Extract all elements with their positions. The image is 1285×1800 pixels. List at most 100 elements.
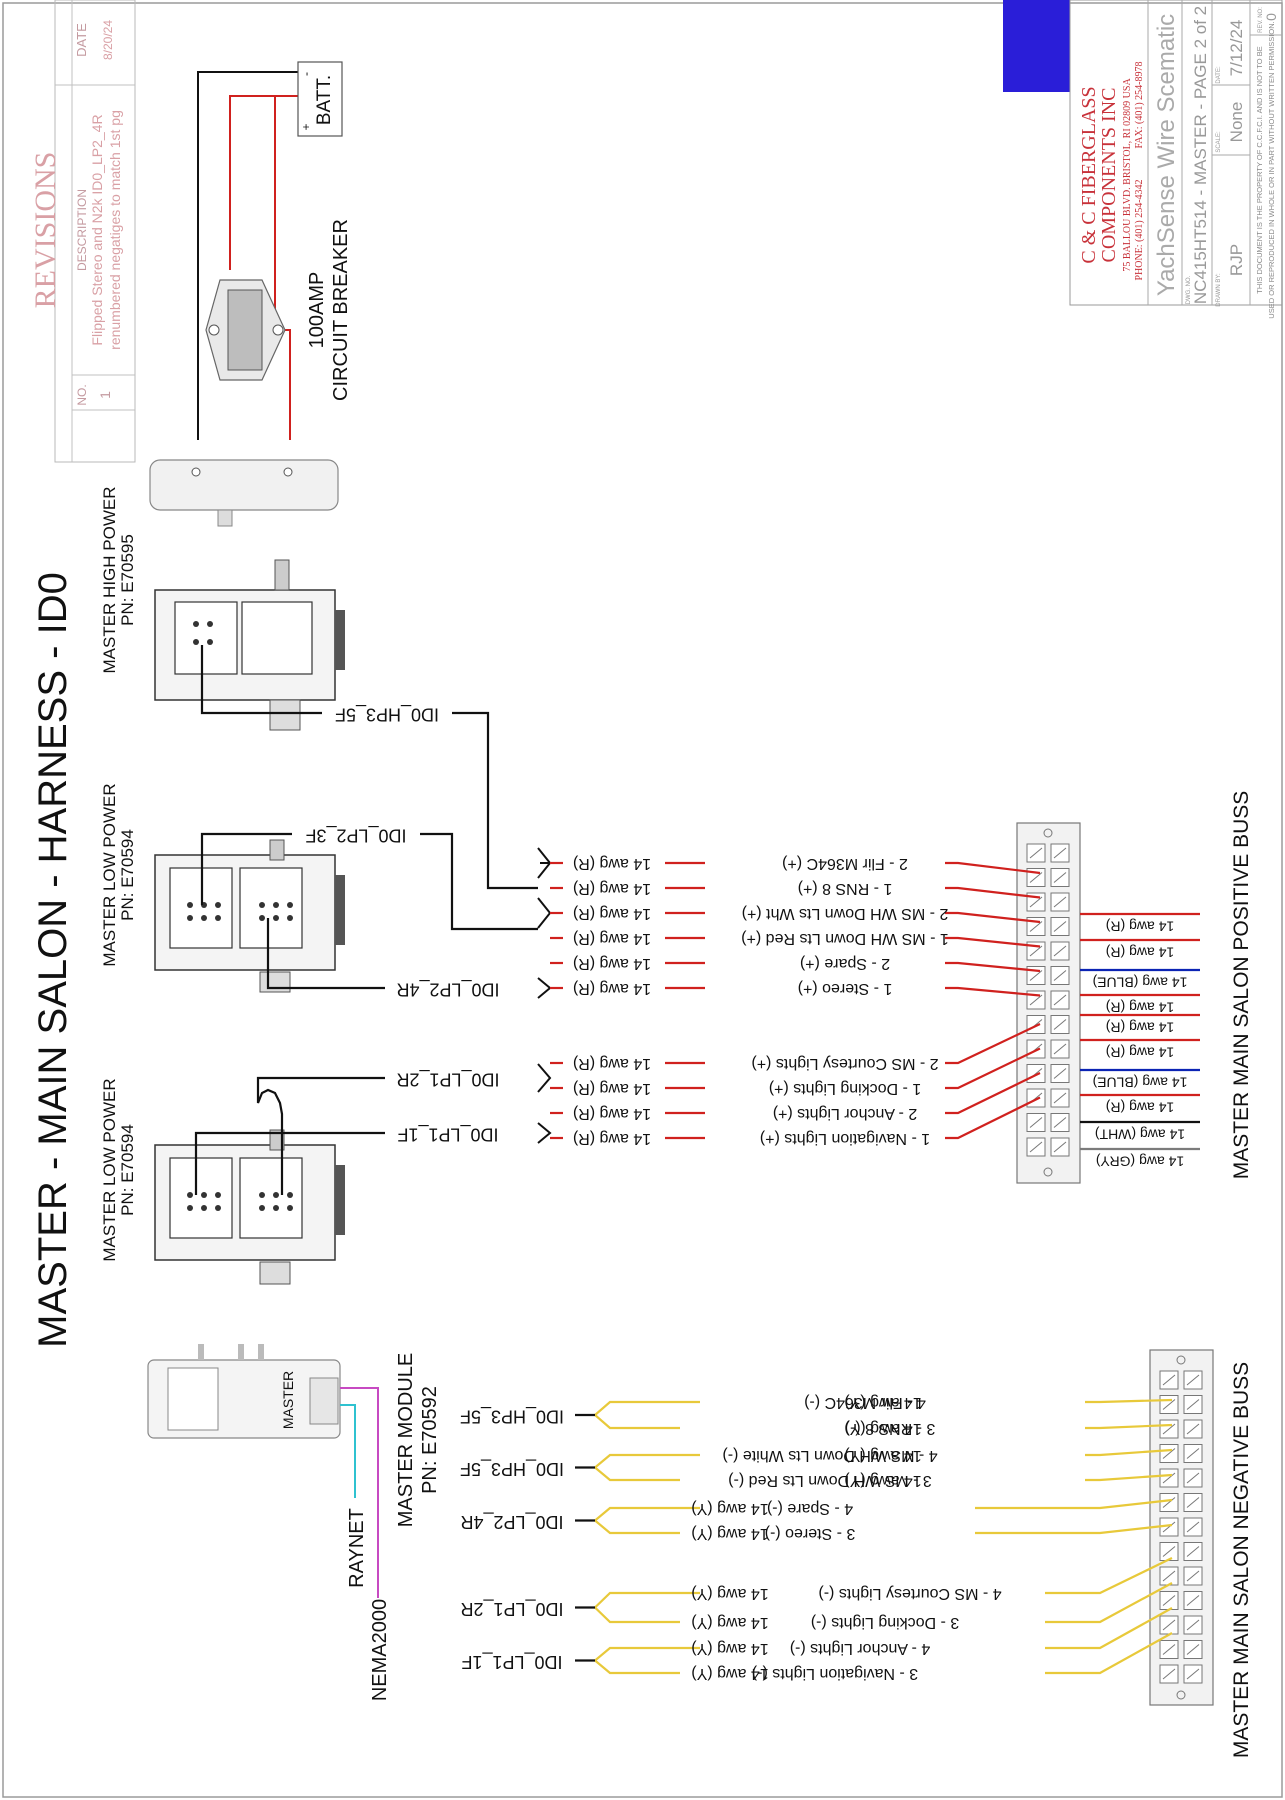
dwg-no: NC415HT514 - MASTER - PAGE 2 of 2 — [1191, 6, 1210, 304]
positive-feed-gauge: 14 awg (R) — [1106, 944, 1174, 960]
raynet-cable — [340, 1404, 356, 1498]
power-block — [149, 459, 339, 511]
conn-lp2-4r-pos: ID0_LP2_4R — [396, 978, 499, 999]
negative-circuit-name: 3 - MS WH Down Lts Red (-) — [728, 1472, 932, 1489]
company-phone: PHONE: (401) 254-4342 — [1134, 179, 1145, 280]
positive-feed-gauge: 14 awg (BLUE) — [1093, 1074, 1188, 1090]
negative-circuit-wire — [1045, 1557, 1173, 1595]
negative-circuit-gauge: 14 awg (Y) — [691, 1525, 768, 1542]
positive-circuit-wire — [945, 986, 1041, 997]
page-title: MASTER - MAIN SALON - HARNESS - ID0 — [31, 572, 75, 1348]
rev-date: 8/20/24 — [101, 20, 115, 60]
date-label: DATE: — [1216, 66, 1222, 84]
low-power-2-name: MASTER LOW POWER — [100, 783, 119, 966]
positive-circuit-name: 1 - MS WH Down Lts Red (+) — [741, 930, 949, 947]
negative-circuit-gauge: 14 awg (Y) — [844, 1394, 921, 1411]
master-module-tag: MASTER — [280, 1371, 296, 1429]
positive-circuit-wire — [945, 1072, 1041, 1115]
breaker-label-2: CIRCUIT BREAKER — [330, 219, 352, 401]
positive-wires — [550, 861, 1200, 1151]
negative-circuit-name: 3 - Stereo (-) — [765, 1525, 856, 1542]
negative-circuit-name: 3 - Docking Lights (-) — [811, 1614, 960, 1631]
positive-circuit-name: 1 - Stereo (+) — [798, 980, 893, 997]
negative-buss-label: MASTER MAIN SALON NEGATIVE BUSS — [1230, 1362, 1253, 1758]
breaker-label-1: 100AMP — [306, 272, 328, 349]
connector-fans — [537, 847, 552, 1144]
positive-buss — [1016, 822, 1081, 1184]
revisions-heading: REVISIONS — [29, 152, 62, 309]
positive-circuit-gauge: 14 awg (R) — [573, 930, 651, 947]
title-block: C & C FIBERGLASS COMPONENTS INC 75 BALLO… — [1003, 0, 1283, 319]
high-power-pn: PN: E70595 — [118, 534, 137, 626]
negative-circuit-gauge: 14 awg (Y) — [691, 1614, 768, 1631]
master-module-name: MASTER MODULE — [395, 1353, 417, 1527]
negative-circuit-wire — [1045, 1607, 1173, 1650]
negative-circuit-gauge: 14 awg (Y) — [691, 1585, 768, 1602]
negative-circuit-name: 4 - Spare (-) — [767, 1500, 853, 1517]
negative-circuit-wire — [975, 1498, 1173, 1510]
negative-circuit-wire — [1085, 1448, 1173, 1457]
blue-accent-block — [1003, 0, 1070, 92]
positive-feed-gauge: 14 awg (BLUE) — [1093, 974, 1188, 990]
low-power-1-name: MASTER LOW POWER — [100, 1078, 119, 1261]
rev-col-no: NO. — [75, 384, 89, 405]
revisions-block: REVISIONS NO. DESCRIPTION DATE 1 Flipped… — [29, 0, 136, 463]
ownership-notice-1: THIS DOCUMENT IS THE PROPERTY OF C.C.F.C… — [1255, 46, 1264, 293]
battery-label: BATT. — [314, 75, 335, 125]
negative-circuit-gauge: 14 awg (Y) — [844, 1420, 921, 1437]
positive-circuit-name: 2 - Spare (+) — [800, 955, 890, 972]
positive-circuit-name: 2 - Anchor Lights (+) — [773, 1105, 918, 1122]
positive-feed-gauge: 14 awg (WHT) — [1095, 1126, 1185, 1142]
positive-feed-gauge: 14 awg (R) — [1106, 1099, 1174, 1115]
ownership-notice-2: USED OR REPRODUCED IN WHOLE OR IN PART W… — [1267, 21, 1276, 318]
company-name-2: COMPONENTS INC — [1098, 87, 1120, 262]
dwg-no-label: DWG. NO. — [1186, 275, 1192, 304]
negative-circuit-name: 4 - MS WH Down Lts White (-) — [722, 1447, 937, 1464]
negative-circuit-name: 3 - RNS 8 (-) — [845, 1420, 936, 1437]
negative-circuit-gauge: 14 awg (Y) — [844, 1447, 921, 1464]
negative-circuit-name: 3 - Navigation Lights (-) — [752, 1665, 918, 1682]
positive-circuit-wire — [945, 911, 1041, 924]
master-high-power-module — [154, 559, 345, 731]
positive-circuit-wire — [945, 1096, 1041, 1140]
positive-circuit-name: 2 - MS Courtesy Lights (+) — [751, 1055, 938, 1072]
raynet-label: RAYNET — [346, 1508, 368, 1588]
scale-label: SCALE: — [1216, 131, 1222, 153]
negative-fan — [593, 1400, 700, 1430]
master-module-pn: PN: E70592 — [419, 1386, 441, 1494]
positive-circuit-wire — [945, 961, 1041, 973]
negative-buss — [1149, 1349, 1214, 1706]
conn-hp3-pos: ID0_HP3_5F — [335, 703, 439, 724]
positive-circuit-name: 2 - Flir M364C (+) — [782, 855, 908, 872]
negative-circuit-name: 4 - MS Courtesy Lights (-) — [818, 1585, 1001, 1602]
drawn-by: RJP — [1227, 244, 1246, 276]
positive-circuit-gauge: 14 awg (R) — [573, 855, 651, 872]
battery-breaker: BATT. + - 100AMP CIRCUIT BREAKER — [149, 61, 352, 527]
positive-feed-gauge: 14 awg (R) — [1106, 918, 1174, 934]
rev-no-label: REV. NO: — [1258, 7, 1264, 33]
negative-connector-label: ID0_HP3_5F — [460, 1405, 564, 1426]
negative-circuit-wire — [1045, 1632, 1173, 1675]
rev-desc-line2: renumbered negatiges to match 1st pg — [107, 110, 123, 350]
positive-feed-gauge: 14 awg (R) — [1106, 1019, 1174, 1035]
master-low-power-1-module — [154, 1129, 345, 1285]
negative-fan — [593, 1591, 700, 1624]
negative-connector-label: ID0_LP1_2R — [460, 1598, 563, 1619]
positive-feed-gauge: 14 awg (R) — [1106, 1044, 1174, 1060]
positive-circuit-wire — [945, 1047, 1041, 1090]
company-name: C & C FIBERGLASS — [1078, 86, 1100, 263]
negative-wires — [575, 1398, 1173, 1675]
low-power-2-pn: PN: E70594 — [118, 829, 137, 921]
negative-circuit-gauge: 14 awg (Y) — [691, 1500, 768, 1517]
battery-plus: + — [299, 123, 313, 130]
rev-row-no: 1 — [97, 391, 113, 399]
positive-circuit-name: 2 - MS WH Down Lts Wht (+) — [742, 905, 949, 922]
positive-circuit-name: 1 - RNS 8 (+) — [798, 880, 893, 897]
master-low-power-2-module — [154, 839, 345, 993]
company-address: 75 BALLOU BLVD. BRISTOL, RI 02809 USA — [1122, 78, 1133, 272]
company-fax: FAX: (401) 254-8978 — [1134, 61, 1145, 148]
high-power-name: MASTER HIGH POWER — [100, 486, 119, 673]
negative-connector-label: ID0_LP2_4R — [460, 1511, 563, 1532]
